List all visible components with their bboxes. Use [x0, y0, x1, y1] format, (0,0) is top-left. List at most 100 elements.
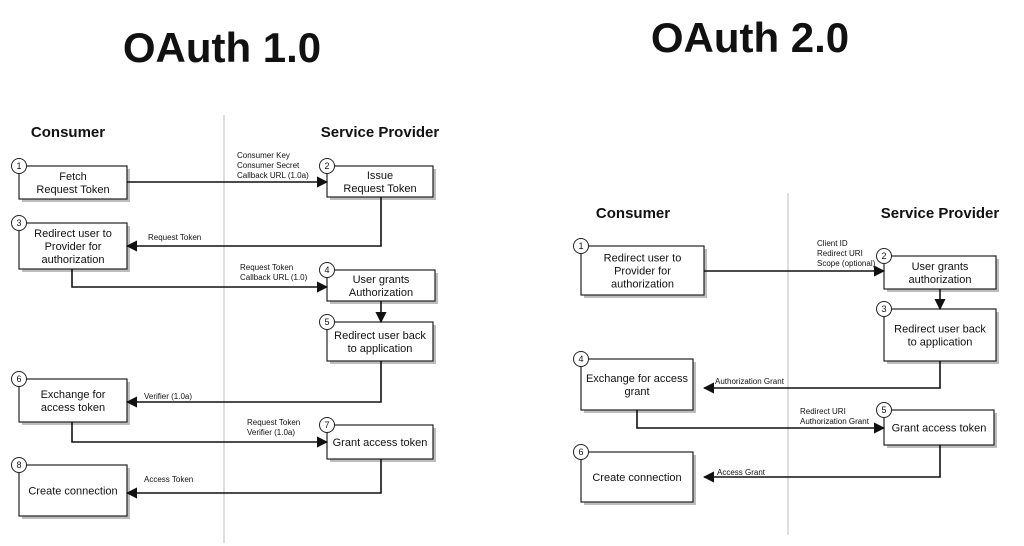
- oauth2-flow-4-label: Redirect URI: [800, 407, 846, 416]
- oauth1-flow-3-label: Callback URL (1.0): [240, 273, 308, 282]
- oauth1-flow-arrow-5: [125, 361, 382, 408]
- oauth1-step-1-number: 1: [16, 161, 21, 171]
- oauth2-step-3-badge: 3: [876, 301, 892, 317]
- oauth1-flow-arrow-3: [71, 269, 329, 293]
- oauth2-step-5-frame: [883, 409, 995, 446]
- oauth2-step-1-label: Redirect user to: [604, 253, 682, 265]
- oauth2-step-2-number: 2: [881, 251, 886, 261]
- oauth1-step-3-badge: 3: [11, 215, 27, 231]
- oauth1-step-1-frame: [18, 165, 128, 200]
- oauth1-step-5-badge: 5: [319, 314, 335, 330]
- oauth2-consumer-heading: Consumer: [596, 205, 670, 222]
- oauth2-step-1-label: authorization: [611, 279, 674, 291]
- oauth1-step-6-label: Exchange for: [41, 389, 106, 401]
- oauth2-title: OAuth 2.0: [651, 14, 849, 61]
- oauth1-step-1-label: Request Token: [36, 184, 109, 196]
- oauth2-step-6-frame: [580, 451, 694, 503]
- oauth2-step-3-label: Redirect user back: [894, 324, 986, 336]
- oauth2-provider-heading: Service Provider: [881, 205, 1000, 222]
- oauth2-step-3-frame: [883, 308, 997, 362]
- oauth1-step-5-label: to application: [348, 343, 413, 355]
- oauth1-step-7-badge: 7: [319, 417, 335, 433]
- oauth1-step-7-box: Grant access token: [326, 424, 436, 462]
- oauth1-flow-7-label: Access Token: [144, 475, 193, 484]
- oauth2-step-4-label: grant: [624, 386, 649, 398]
- oauth2-step-4-number: 4: [578, 354, 583, 364]
- oauth1-step-5-label: Redirect user back: [334, 330, 426, 342]
- oauth1-step-6-label: access token: [41, 402, 105, 414]
- oauth2-step-5-box: Grant access token: [883, 409, 997, 448]
- oauth1-step-8-number: 8: [16, 460, 21, 470]
- oauth2-step-4-frame: [580, 358, 694, 411]
- oauth1-step-1-badge: 1: [11, 158, 27, 174]
- oauth1-step-6-number: 6: [16, 374, 21, 384]
- oauth2-flow-1-label: Redirect URI: [817, 249, 863, 258]
- oauth2-flow-1-label: Client ID: [817, 239, 848, 248]
- oauth1-flow-arrow-7: [125, 459, 382, 499]
- oauth1-step-6-badge: 6: [11, 371, 27, 387]
- oauth2-flow-4-label: Authorization Grant: [800, 417, 870, 426]
- oauth1-step-3-frame: [18, 222, 128, 270]
- oauth1-step-2-number: 2: [324, 161, 329, 171]
- oauth1-flow-arrow-2: [125, 197, 382, 252]
- oauth1-step-3-number: 3: [16, 218, 21, 228]
- oauth2-flow-arrow-5: [702, 445, 941, 483]
- oauth1-step-4-badge: 4: [319, 262, 335, 278]
- oauth1-step-8-badge: 8: [11, 457, 27, 473]
- oauth1-flow-1-label: Consumer Secret: [237, 161, 300, 170]
- oauth1-flow-3-label: Request Token: [240, 263, 293, 272]
- oauth2-step-5-badge: 5: [876, 402, 892, 418]
- oauth2-step-6-label: Create connection: [592, 472, 681, 484]
- oauth2-step-3-label: to application: [908, 337, 973, 349]
- oauth2-step-2-badge: 2: [876, 248, 892, 264]
- oauth1-flow-2-label: Request Token: [148, 233, 201, 242]
- oauth1-step-8-label: Create connection: [28, 486, 117, 498]
- oauth1-step-4-label: Authorization: [349, 287, 413, 299]
- oauth1-step-1-label: Fetch: [59, 171, 87, 183]
- oauth2-step-1-frame: [580, 245, 705, 296]
- oauth2-step-2-label: authorization: [909, 274, 972, 286]
- oauth1-step-7-label: Grant access token: [333, 437, 428, 449]
- oauth1-flow-arrow-6: [71, 422, 329, 448]
- oauth2-step-6-box: Create connection: [580, 451, 696, 505]
- oauth1-step-4-frame: [326, 269, 436, 302]
- oauth1-step-7-number: 7: [324, 420, 329, 430]
- oauth1-step-8-frame: [18, 464, 128, 517]
- oauth1-step-8-box: Create connection: [18, 464, 130, 519]
- oauth1-flow-1-label: Consumer Key: [237, 151, 290, 160]
- oauth2-step-6-badge: 6: [573, 444, 589, 460]
- oauth2-step-5-label: Grant access token: [892, 423, 987, 435]
- oauth1-consumer-heading: Consumer: [31, 124, 105, 141]
- oauth2-step-4-badge: 4: [573, 351, 589, 367]
- oauth2-step-1-label: Provider for: [614, 266, 671, 278]
- oauth2-flow-1-label: Scope (optional): [817, 259, 876, 268]
- oauth1-flow-1-label: Callback URL (1.0a): [237, 171, 309, 180]
- oauth2-step-5-number: 5: [881, 405, 886, 415]
- oauth2-flow-3-label: Authorization Grant: [715, 377, 785, 386]
- oauth2-step-1-badge: 1: [573, 238, 589, 254]
- oauth1-step-2-label: Issue: [367, 170, 393, 182]
- oauth1-provider-heading: Service Provider: [321, 124, 440, 141]
- oauth2-flow-5-label: Access Grant: [717, 468, 766, 477]
- oauth1-flow-6-label: Request Token: [247, 418, 300, 427]
- oauth1-step-5-number: 5: [324, 317, 329, 327]
- oauth1-step-5-frame: [326, 321, 434, 362]
- oauth2-flow-arrow-4: [636, 410, 886, 434]
- oauth2-step-2-label: User grants: [912, 261, 969, 273]
- oauth1-step-3-label: Redirect user to: [34, 228, 112, 240]
- oauth1-title: OAuth 1.0: [123, 24, 321, 71]
- oauth2-flow-arrow-3: [702, 361, 941, 394]
- oauth1-step-3-label: Provider for: [45, 241, 102, 253]
- oauth1-step-3-label: authorization: [42, 254, 105, 266]
- oauth1-flow-6-label: Verifier (1.0a): [247, 428, 295, 437]
- oauth2-step-6-number: 6: [578, 447, 583, 457]
